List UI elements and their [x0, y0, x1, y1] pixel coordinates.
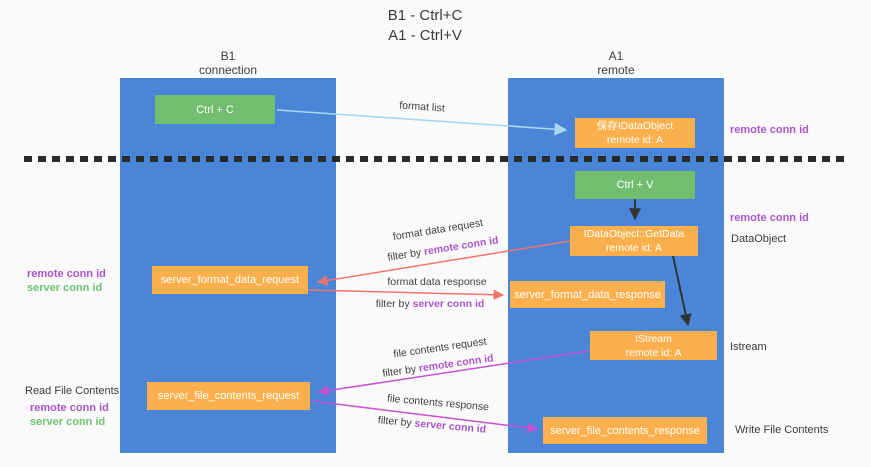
filter-by-server-conn-id-label-2: filter by server conn id: [377, 414, 486, 435]
istream-line2: remote id: A: [625, 346, 682, 359]
server-file-contents-request-box: server_file_contents_request: [147, 382, 310, 410]
filter-by-text-2: filter by: [375, 298, 413, 310]
filter-remote-conn-id-2: remote conn id: [418, 352, 495, 375]
filter-by-text-4: filter by: [377, 414, 416, 430]
format-list-label: format list: [398, 99, 446, 115]
istream-line1: IStream: [635, 332, 672, 345]
ctrl-v-box: Ctrl + V: [575, 171, 695, 199]
title-line-2: A1 - Ctrl+V: [388, 27, 462, 44]
left-column-role: connection: [198, 63, 258, 77]
left-server-conn-id-1: server conn id: [27, 282, 103, 294]
left-remote-conn-id-1: remote conn id: [27, 268, 106, 280]
server-format-data-response-box: server_format_data_response: [510, 281, 665, 308]
filter-by-server-conn-id-label-1: filter by server conn id: [376, 298, 485, 310]
right-column-role: remote: [597, 63, 635, 77]
left-server-conn-id-2: server conn id: [30, 416, 106, 428]
filter-remote-conn-id-1: remote conn id: [423, 234, 500, 258]
getdata-line1: IDataObject::GetData: [583, 228, 685, 240]
filter-by-text-3: filter by: [381, 362, 420, 380]
getdata-box: IDataObject::GetData remote id: A: [570, 226, 698, 256]
format-data-response-label: format data response: [387, 276, 487, 288]
filter-by-text-1: filter by: [386, 246, 425, 264]
right-column-header: A1 remote: [508, 49, 724, 77]
ctrl-c-label: Ctrl + C: [196, 103, 234, 116]
right-remote-conn-id-1: remote conn id: [730, 124, 809, 136]
istream-side-label: Istream: [730, 341, 767, 353]
right-remote-conn-id-2: remote conn id: [730, 212, 809, 224]
filter-server-conn-id-2: server conn id: [414, 417, 487, 436]
server-format-data-request-label: server_format_data_request: [160, 274, 300, 286]
getdata-line2: remote id: A: [605, 242, 663, 254]
save-dataobject-line2: remote id: A: [606, 134, 664, 146]
server-file-contents-response-box: server_file_contents_response: [543, 417, 707, 444]
left-column-name: B1: [220, 49, 236, 63]
title-line-1: B1 - Ctrl+C: [387, 7, 463, 24]
read-file-contents-label: Read File Contents: [25, 385, 120, 397]
server-format-data-request-box: server_format_data_request: [152, 266, 308, 294]
left-column-header: B1 connection: [120, 49, 336, 77]
diagram-title: B1 - Ctrl+C A1 - Ctrl+V: [300, 6, 550, 46]
istream-box: IStream remote id: A: [590, 331, 717, 360]
server-format-data-response-label: server_format_data_response: [514, 288, 661, 301]
ctrl-v-label: Ctrl + V: [616, 179, 654, 191]
dashed-separator-line: [24, 156, 848, 162]
filter-server-conn-id-1: server conn id: [412, 298, 485, 310]
write-file-contents-label: Write File Contents: [735, 424, 829, 436]
left-remote-conn-id-2: remote conn id: [30, 402, 109, 414]
right-column-name: A1: [608, 49, 624, 63]
format-data-response-arrow: [308, 289, 505, 301]
server-file-contents-request-label: server_file_contents_request: [157, 390, 300, 402]
ctrl-c-box: Ctrl + C: [155, 95, 275, 124]
server-file-contents-response-label: server_file_contents_response: [550, 424, 700, 437]
dataobject-label: DataObject: [731, 233, 787, 245]
save-dataobject-line1: 保存IDataObject: [596, 120, 674, 132]
save-dataobject-box: 保存IDataObject remote id: A: [575, 118, 695, 148]
file-contents-response-label: file contents response: [386, 392, 490, 414]
